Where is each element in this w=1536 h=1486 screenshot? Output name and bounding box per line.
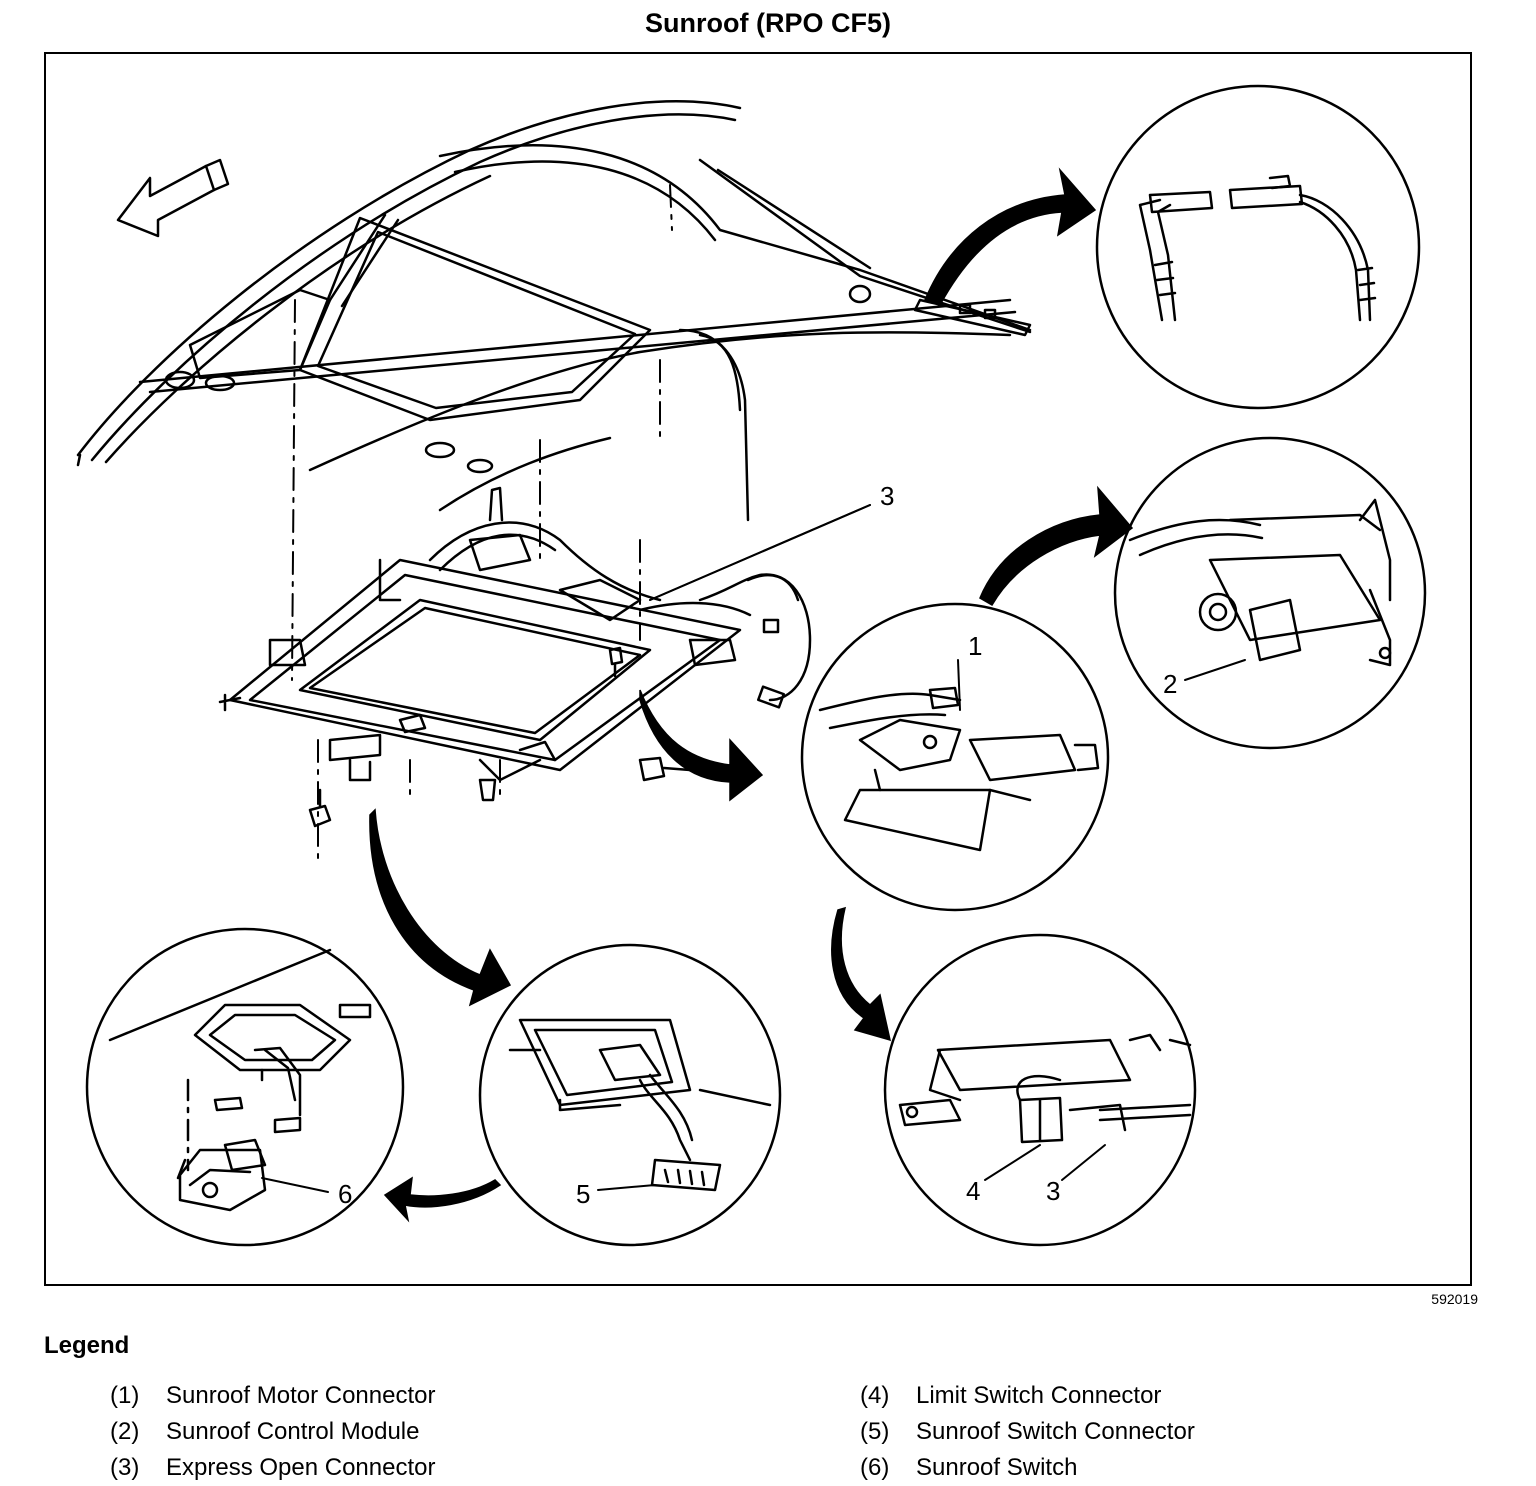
- legend-label: Sunroof Motor Connector: [166, 1382, 436, 1409]
- legend-number: (1): [110, 1382, 140, 1409]
- legend-column-left: (1) Sunroof Motor Connector (2) Sunroof Co…: [110, 1378, 435, 1486]
- diagram-title: Sunroof (RPO CF5): [645, 8, 891, 38]
- callout-2: 2: [1163, 669, 1177, 699]
- legend-label: Sunroof Control Module: [166, 1418, 420, 1445]
- callout-3-detail: 3: [1046, 1176, 1060, 1206]
- detail-circle-limit-switch: [883, 933, 1197, 1247]
- callout-numbers: 3 1 2 4 3 5 6: [338, 481, 1177, 1209]
- legend-item: (6) Sunroof Switch: [860, 1450, 1195, 1486]
- callout-5: 5: [576, 1179, 590, 1209]
- detail-circle-connector: [1095, 84, 1421, 410]
- callout-4: 4: [966, 1176, 980, 1206]
- legend-item: (2) Sunroof Control Module: [110, 1414, 435, 1450]
- arrow-to-switch-connector-icon: [369, 808, 512, 1007]
- legend-label: Limit Switch Connector: [916, 1382, 1162, 1409]
- arrow-to-control-module-icon: [979, 485, 1134, 607]
- front-direction-arrow-icon: [116, 158, 230, 238]
- legend-number: (2): [110, 1418, 140, 1445]
- legend-number: (6): [860, 1454, 890, 1481]
- detail-leaders: [261, 504, 1246, 1193]
- alignment-lines: [291, 184, 673, 861]
- figure-number: 592019: [1431, 1291, 1478, 1307]
- legend-column-right: (4) Limit Switch Connector (5) Sunroof Swi…: [860, 1378, 1195, 1486]
- arrow-to-limit-switch-icon: [831, 906, 892, 1042]
- sunroof-opening: [164, 213, 1032, 474]
- legend-label: Express Open Connector: [166, 1454, 436, 1481]
- detail-circle-switch-connector: [478, 943, 782, 1247]
- legend-number: (4): [860, 1382, 890, 1409]
- legend-item: (5) Sunroof Switch Connector: [860, 1414, 1195, 1450]
- detail-circle-control-module: [1113, 436, 1427, 750]
- arrow-to-motor-connector-icon: [639, 689, 764, 802]
- legend-title: Legend: [44, 1332, 130, 1359]
- callout-3-main: 3: [880, 481, 894, 511]
- sunroof-module-frame: [218, 486, 812, 828]
- legend-label: Sunroof Switch: [916, 1454, 1078, 1481]
- arrow-to-sunroof-switch-icon: [383, 1176, 502, 1223]
- legend-item: (1) Sunroof Motor Connector: [110, 1378, 435, 1414]
- legend-item: (4) Limit Switch Connector: [860, 1378, 1195, 1414]
- arrow-to-connector-icon: [923, 167, 1097, 306]
- legend-item: (3) Express Open Connector: [110, 1450, 435, 1486]
- legend-label: Sunroof Switch Connector: [916, 1418, 1195, 1445]
- detail-circle-motor-connector: [800, 602, 1110, 912]
- figure-frame: [44, 52, 1472, 1286]
- callout-6: 6: [338, 1179, 352, 1209]
- legend-number: (3): [110, 1454, 140, 1481]
- callout-1: 1: [968, 631, 982, 661]
- roof-panel: [76, 100, 1032, 522]
- transfer-arrows: [369, 167, 1134, 1223]
- detail-circle-sunroof-switch: [85, 927, 405, 1247]
- legend-number: (5): [860, 1418, 890, 1445]
